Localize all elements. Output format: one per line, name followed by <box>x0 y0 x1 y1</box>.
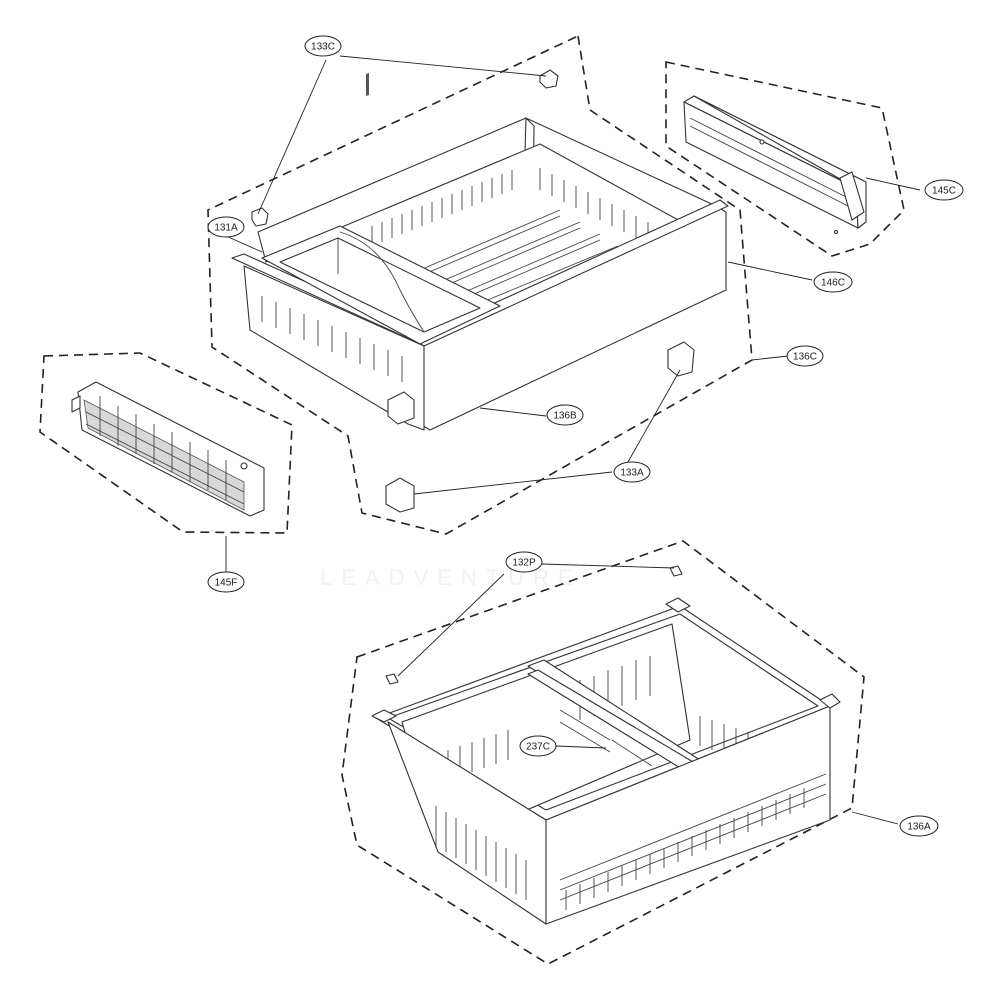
callout-label-136c: 136C <box>793 352 817 363</box>
callout-136b: 136B <box>546 404 584 426</box>
stopper-133c-upper <box>539 69 559 89</box>
callout-133c: 133C <box>304 35 342 57</box>
callout-label-146c: 146C <box>821 278 845 289</box>
stopper-133c-left <box>251 207 269 227</box>
callout-132p: 132P <box>505 551 543 573</box>
callout-136a: 136A <box>899 815 939 837</box>
callout-136c: 136C <box>786 345 824 367</box>
stopper-133a-left <box>385 477 415 513</box>
tab-132p-right <box>669 565 683 577</box>
tab-132p-left <box>385 673 399 685</box>
rail-145c <box>683 95 867 235</box>
watermark-text: LEADVENTURE <box>320 565 582 590</box>
divider-145f <box>71 381 265 517</box>
callout-146c: 146C <box>813 271 853 293</box>
callout-label-133c: 133C <box>311 42 335 53</box>
callout-237c: 237C <box>519 735 557 757</box>
callout-label-237c: 237C <box>526 742 550 753</box>
callout-label-131a: 131A <box>214 223 238 234</box>
callout-label-136a: 136A <box>907 822 931 833</box>
lower-basket-group-outline <box>341 540 865 965</box>
leader-lines <box>225 55 921 825</box>
callout-label-145f: 145F <box>215 578 238 589</box>
upper-drawer-group-outline <box>207 34 753 535</box>
callout-label-132p: 132P <box>512 558 536 569</box>
stopper-133a-right <box>667 341 695 377</box>
callout-label-133a: 133A <box>620 468 644 479</box>
callout-145c: 145C <box>924 179 964 201</box>
callout-133a: 133A <box>613 461 651 483</box>
callout-label-145c: 145C <box>932 186 956 197</box>
lower-basket-136a <box>371 597 841 925</box>
callout-131a: 131A <box>207 216 245 238</box>
back-wall-slots <box>366 72 369 97</box>
divider-group-outline <box>39 352 293 534</box>
tray-131a <box>261 225 501 345</box>
callout-label-136b: 136B <box>553 411 577 422</box>
callout-145f: 145F <box>207 571 245 593</box>
